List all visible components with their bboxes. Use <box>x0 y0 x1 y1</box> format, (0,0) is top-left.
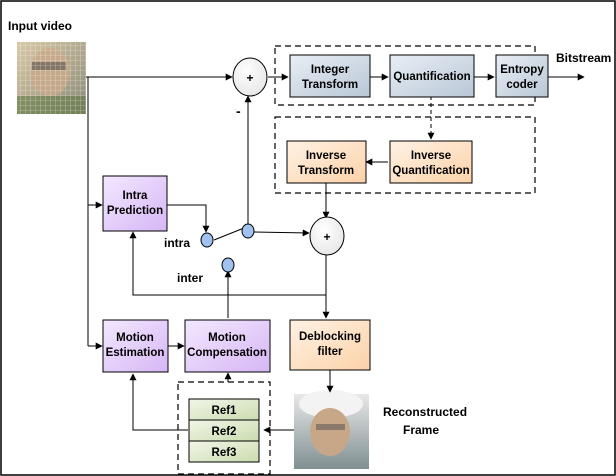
inverse-transform-line2: Transform <box>298 165 354 177</box>
inverse-quantification-line2: Quantification <box>392 165 469 177</box>
entropy-coder-line1: Entropy <box>500 64 544 76</box>
input-video-label: Input video <box>8 19 72 33</box>
transform-group-frame <box>274 45 536 106</box>
ref-frames-group-frame <box>177 381 271 475</box>
deblocking-filter-line1: Deblocking <box>299 331 361 343</box>
inter-contact-node <box>221 257 235 273</box>
intra-prediction-line2: Prediction <box>107 205 163 217</box>
subtractor-plus: + <box>246 71 253 85</box>
integer-transform-block: Integer Transform <box>289 54 371 98</box>
intra-label: intra <box>164 236 190 250</box>
inverse-quantification-line1: Inverse <box>411 150 451 162</box>
quantification-block: Quantification <box>389 54 475 98</box>
motion-compensation-line2: Compensation <box>187 347 267 359</box>
deblocking-filter-block: Deblocking filter <box>289 319 371 371</box>
motion-compensation-block: Motion Compensation <box>184 319 271 373</box>
intra-prediction-line1: Intra <box>123 190 149 202</box>
ref2-label: Ref2 <box>212 426 237 438</box>
ref1-label: Ref1 <box>212 405 238 417</box>
motion-estimation-block: Motion Estimation <box>102 319 169 373</box>
entropy-coder-block: Entropy coder <box>495 54 549 98</box>
motion-estimation-line1: Motion <box>116 332 154 344</box>
ref3-block: Ref3 <box>188 440 260 463</box>
inverse-quantification-block: Inverse Quantification <box>389 140 473 184</box>
intra-contact-node <box>200 232 214 248</box>
inverse-transform-block: Inverse Transform <box>286 140 367 184</box>
switch-pivot-node <box>241 223 255 239</box>
entropy-coder-line2: coder <box>506 79 538 91</box>
subtractor-node: + <box>232 57 268 97</box>
inter-label: inter <box>177 271 203 285</box>
reconstructed-label-line1: Reconstructed <box>383 405 467 419</box>
reconstructed-frame-thumbnail <box>294 390 369 469</box>
integer-transform-line1: Integer <box>311 64 350 76</box>
deblocking-filter-line2: filter <box>318 346 343 358</box>
ref2-block: Ref2 <box>188 419 260 442</box>
input-video-thumbnail <box>17 42 86 114</box>
reconstructed-label-line2: Frame <box>403 423 439 437</box>
intra-prediction-block: Intra Prediction <box>102 175 168 232</box>
adder-node: + <box>309 216 345 256</box>
adder-plus: + <box>323 230 330 244</box>
motion-estimation-line2: Estimation <box>106 347 165 359</box>
ref1-block: Ref1 <box>188 398 260 421</box>
integer-transform-line2: Transform <box>302 79 358 91</box>
quantification-label: Quantification <box>393 71 470 83</box>
inverse-transform-line1: Inverse <box>306 150 346 162</box>
ref3-label: Ref3 <box>212 447 237 459</box>
inverse-group-frame <box>274 116 536 194</box>
motion-compensation-line1: Motion <box>208 332 246 344</box>
bitstream-label: Bitstream <box>556 51 611 65</box>
minus-sign: - <box>236 103 241 119</box>
